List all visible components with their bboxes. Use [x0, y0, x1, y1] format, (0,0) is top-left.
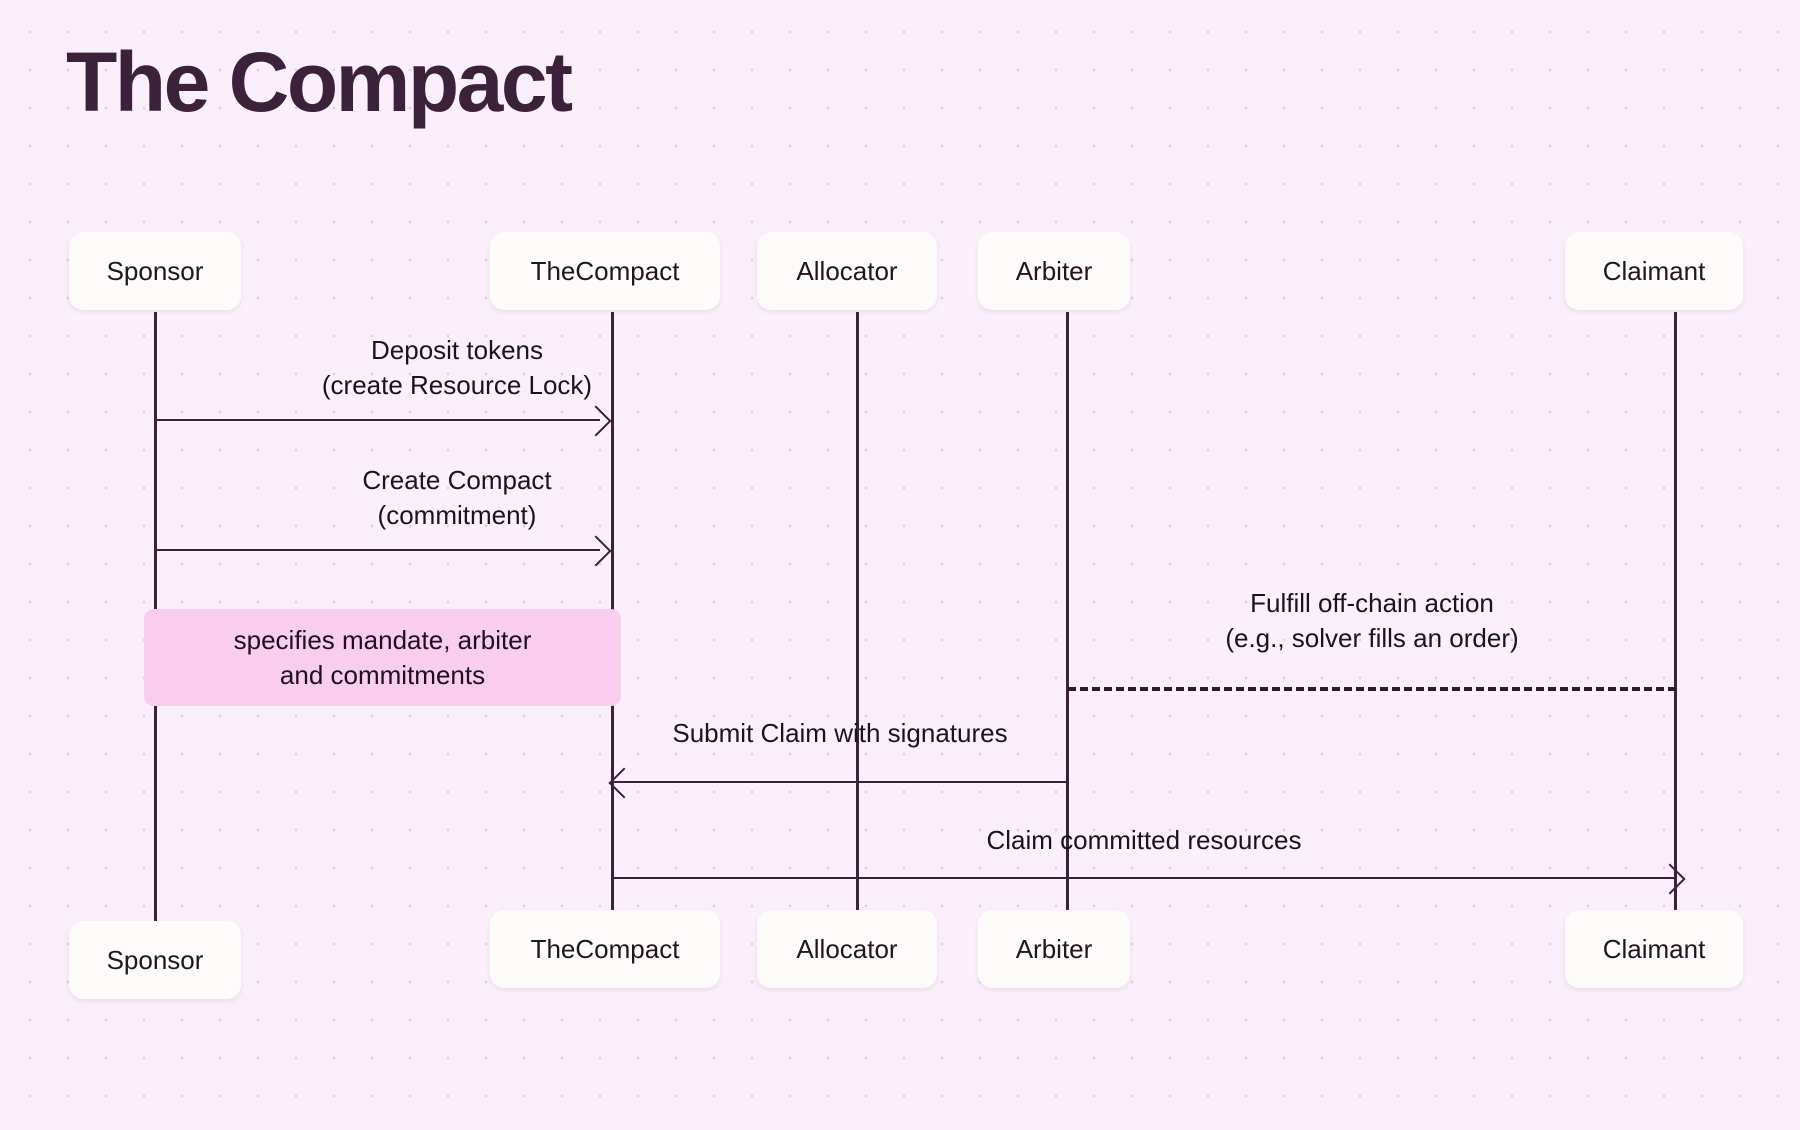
participant-label: Allocator: [796, 255, 898, 286]
arrowhead-right-icon: [1654, 863, 1686, 895]
message-label-submit-claim: Submit Claim with signatures: [672, 718, 1008, 748]
message-label-deposit: Deposit tokens (create Resource Lock): [321, 335, 593, 400]
participant-label: Sponsor: [106, 944, 204, 975]
lifeline-arbiter: [1066, 312, 1069, 922]
participant-label: Allocator: [796, 933, 898, 964]
message-arrow-submit-claim: [613, 781, 1068, 783]
participant-label: Sponsor: [106, 255, 204, 286]
message-arrow-deposit: [156, 419, 600, 421]
arrowhead-right-icon: [580, 535, 612, 567]
participant-top-allocator[interactable]: Allocator: [757, 232, 937, 310]
participant-bottom-claimant[interactable]: Claimant: [1565, 910, 1743, 988]
message-arrow-claim-resources: [613, 877, 1674, 879]
participant-label: Arbiter: [1015, 255, 1093, 286]
participant-label: Claimant: [1602, 933, 1706, 964]
participant-label: Arbiter: [1015, 933, 1093, 964]
message-label-create-compact: Create Compact (commitment): [362, 465, 552, 530]
message-label-fulfill-offchain: Fulfill off-chain action (e.g., solver f…: [1225, 588, 1519, 653]
message-label-claim-resources: Claim committed resources: [986, 825, 1302, 855]
lifeline-allocator: [856, 312, 859, 922]
participant-top-sponsor[interactable]: Sponsor: [69, 232, 241, 310]
page-title: The Compact: [66, 35, 573, 129]
participant-top-arbiter[interactable]: Arbiter: [978, 232, 1130, 310]
message-arrow-fulfill-offchain: [1068, 687, 1676, 691]
participant-top-claimant[interactable]: Claimant: [1565, 232, 1743, 310]
participant-label: Claimant: [1602, 255, 1706, 286]
participant-bottom-thecompact[interactable]: TheCompact: [490, 910, 720, 988]
note-mandate: specifies mandate, arbiter and commitmen…: [144, 609, 621, 706]
lifeline-claimant: [1674, 312, 1677, 922]
participant-label: TheCompact: [530, 933, 680, 964]
participant-top-thecompact[interactable]: TheCompact: [490, 232, 720, 310]
participant-bottom-sponsor[interactable]: Sponsor: [69, 921, 241, 999]
message-arrow-create-compact: [156, 549, 600, 551]
participant-label: TheCompact: [530, 255, 680, 286]
participant-bottom-allocator[interactable]: Allocator: [757, 910, 937, 988]
participant-bottom-arbiter[interactable]: Arbiter: [978, 910, 1130, 988]
arrowhead-right-icon: [580, 405, 612, 437]
